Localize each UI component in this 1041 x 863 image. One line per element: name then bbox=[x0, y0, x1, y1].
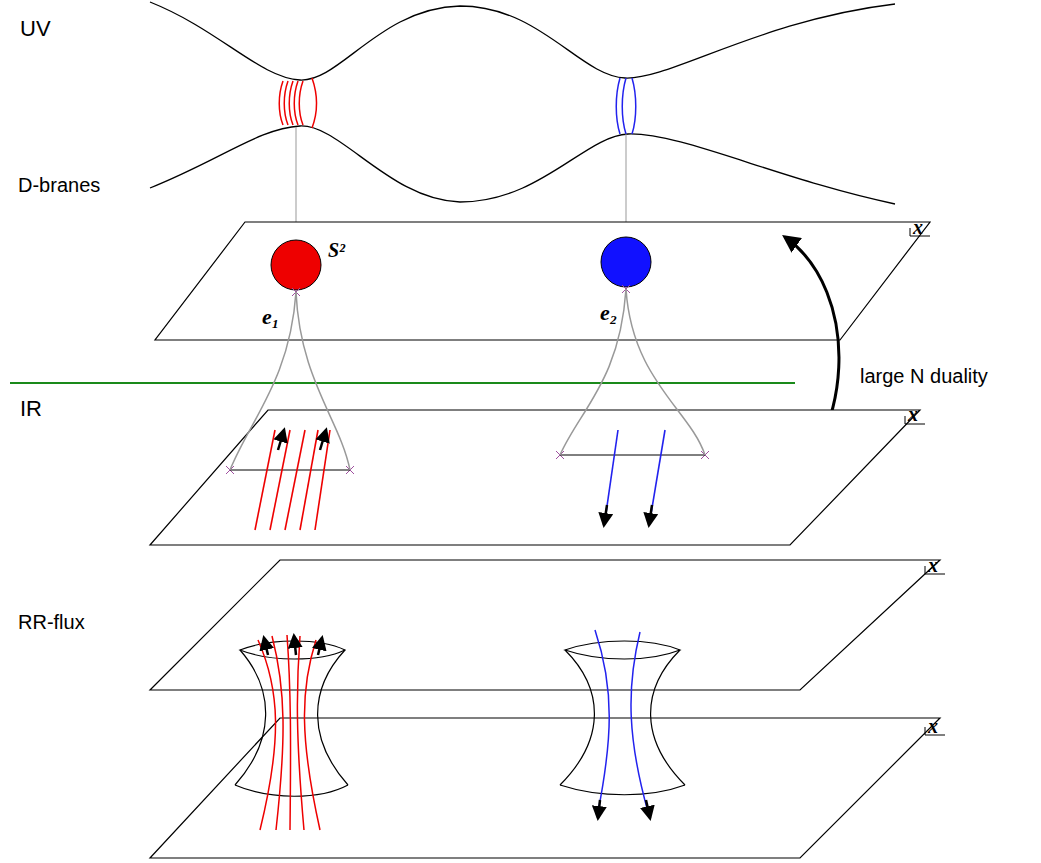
text-label: RR-flux bbox=[18, 612, 85, 632]
text-label: large N duality bbox=[860, 366, 988, 386]
text-label: IR bbox=[20, 398, 42, 420]
math-label: x bbox=[913, 217, 923, 237]
text-label: UV bbox=[20, 18, 51, 40]
math-label: e₂ bbox=[600, 302, 617, 324]
math-label: e₁ bbox=[262, 306, 279, 328]
math-label: S² bbox=[328, 240, 345, 260]
math-label: x bbox=[928, 555, 938, 575]
math-label: x bbox=[908, 404, 918, 424]
math-label: x bbox=[928, 716, 938, 736]
text-label: D-branes bbox=[18, 175, 100, 195]
